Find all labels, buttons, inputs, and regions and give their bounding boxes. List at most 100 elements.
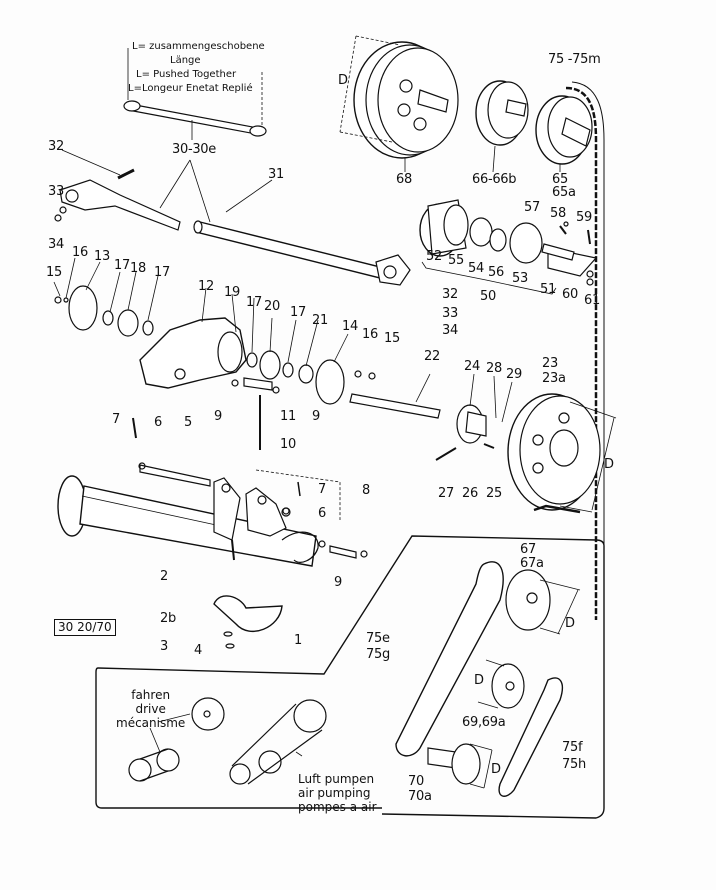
part-label: 4	[194, 643, 202, 658]
shaft-length-sketch	[123, 48, 267, 140]
part-label: 61	[584, 293, 600, 308]
part-label: 15	[384, 331, 400, 346]
part-label: 53	[512, 271, 528, 286]
part-label: 6	[318, 506, 326, 521]
part-label: 33	[48, 184, 64, 199]
part-label: 22	[424, 349, 440, 364]
idler-assembly	[419, 199, 598, 295]
part-label: 67a	[520, 556, 544, 571]
part-label: 32	[442, 287, 458, 302]
part-label: 18	[130, 261, 146, 276]
pulley-23	[507, 393, 617, 514]
part-label: 68	[396, 172, 412, 187]
part-label: 2	[160, 569, 168, 584]
part-label: 34	[48, 237, 64, 252]
part-label: 9	[334, 575, 342, 590]
part-label: 60	[562, 287, 578, 302]
dimension-label: D	[491, 762, 501, 777]
part-label: 27	[438, 486, 454, 501]
part-label: 30-30e	[172, 142, 216, 157]
caption-line: mécanisme	[116, 716, 186, 730]
part-label: 20	[264, 299, 280, 314]
dimension-label: D	[565, 616, 575, 631]
part-label: 19	[224, 285, 240, 300]
part-label: 15	[46, 265, 62, 280]
length-note-line: L=Longeur Enetat Replié	[128, 83, 253, 94]
part-label: 21	[312, 313, 328, 328]
reference-code: 30 20/70	[54, 619, 116, 636]
part-label: 34	[442, 323, 458, 338]
part-label: 75f	[562, 740, 583, 755]
part-label: 51	[540, 282, 556, 297]
length-note-line: L= Pushed Together	[136, 69, 237, 80]
part-label: 11	[280, 409, 296, 424]
part-label: 54	[468, 261, 484, 276]
part-label: 14	[342, 319, 358, 334]
part-label: 67	[520, 542, 536, 557]
part-label: 50	[480, 289, 496, 304]
dimension-label: D	[338, 73, 348, 88]
part-label: 58	[550, 206, 566, 221]
caption-line: Luft pumpen	[298, 772, 375, 786]
drive-caption: fahren drive mécanisme	[116, 688, 185, 730]
bearing-bracket	[213, 595, 283, 649]
part-label: 75h	[562, 757, 586, 772]
part-label: 16	[72, 245, 88, 260]
dimension-label: D	[604, 457, 614, 472]
part-label: 7	[112, 412, 120, 427]
part-label: 25	[486, 486, 502, 501]
part-label: 75e	[366, 631, 390, 646]
length-note-line: Länge	[170, 55, 201, 66]
part-label: 24	[464, 359, 480, 374]
length-note: L= zusammengeschobene Länge L= Pushed To…	[128, 40, 265, 96]
dimension-label: D	[474, 673, 484, 688]
drive-shaft	[59, 179, 411, 286]
part-label: 12	[198, 279, 214, 294]
part-label: 55	[448, 253, 464, 268]
part-label: 17	[290, 305, 306, 320]
part-label: 31	[268, 167, 284, 182]
part-label: 13	[94, 249, 110, 264]
part-label: 28	[486, 361, 502, 376]
pulley-66	[475, 80, 529, 173]
part-label: 23	[542, 356, 558, 371]
part-label: 9	[214, 409, 222, 424]
caption-line: pompes a air	[298, 800, 377, 814]
part-label: 8	[362, 483, 370, 498]
part-label: 3	[160, 639, 168, 654]
length-note-line: L= zusammengeschobene	[132, 41, 265, 52]
part-label: 70a	[408, 789, 432, 804]
part-label: 32	[48, 139, 64, 154]
part-label: 1	[294, 633, 302, 648]
caption-line: air pumping	[298, 786, 371, 800]
part-label: 17	[154, 265, 170, 280]
part-label: 17	[114, 258, 130, 273]
part-label: 56	[488, 265, 504, 280]
cover-13	[68, 285, 98, 331]
axle-tube	[57, 417, 368, 567]
belt-inset-panel	[95, 535, 605, 819]
air-pump-caption: Luft pumpen air pumping pompes a air	[298, 772, 377, 814]
part-label: 26	[462, 486, 478, 501]
part-label: 33	[442, 306, 458, 321]
part-label: 16	[362, 327, 378, 342]
part-label: 7	[318, 482, 326, 497]
part-label: 59	[576, 210, 592, 225]
part-label: 6	[154, 415, 162, 430]
part-label: 52	[426, 249, 442, 264]
part-label: 75 -75m	[548, 52, 601, 67]
part-label: 70	[408, 774, 424, 789]
part-label: 65a	[552, 185, 576, 200]
caption-line: drive	[135, 702, 166, 716]
part-label: 75g	[366, 647, 390, 662]
pulley-65	[535, 95, 593, 172]
part-label: 5	[184, 415, 192, 430]
v-belt-75	[565, 81, 605, 620]
part-label: 9	[312, 409, 320, 424]
gearbox-housing	[139, 317, 247, 389]
part-label: 29	[506, 367, 522, 382]
part-label: 65	[552, 172, 568, 187]
pulley-68	[339, 35, 459, 172]
part-label: 10	[280, 437, 296, 452]
